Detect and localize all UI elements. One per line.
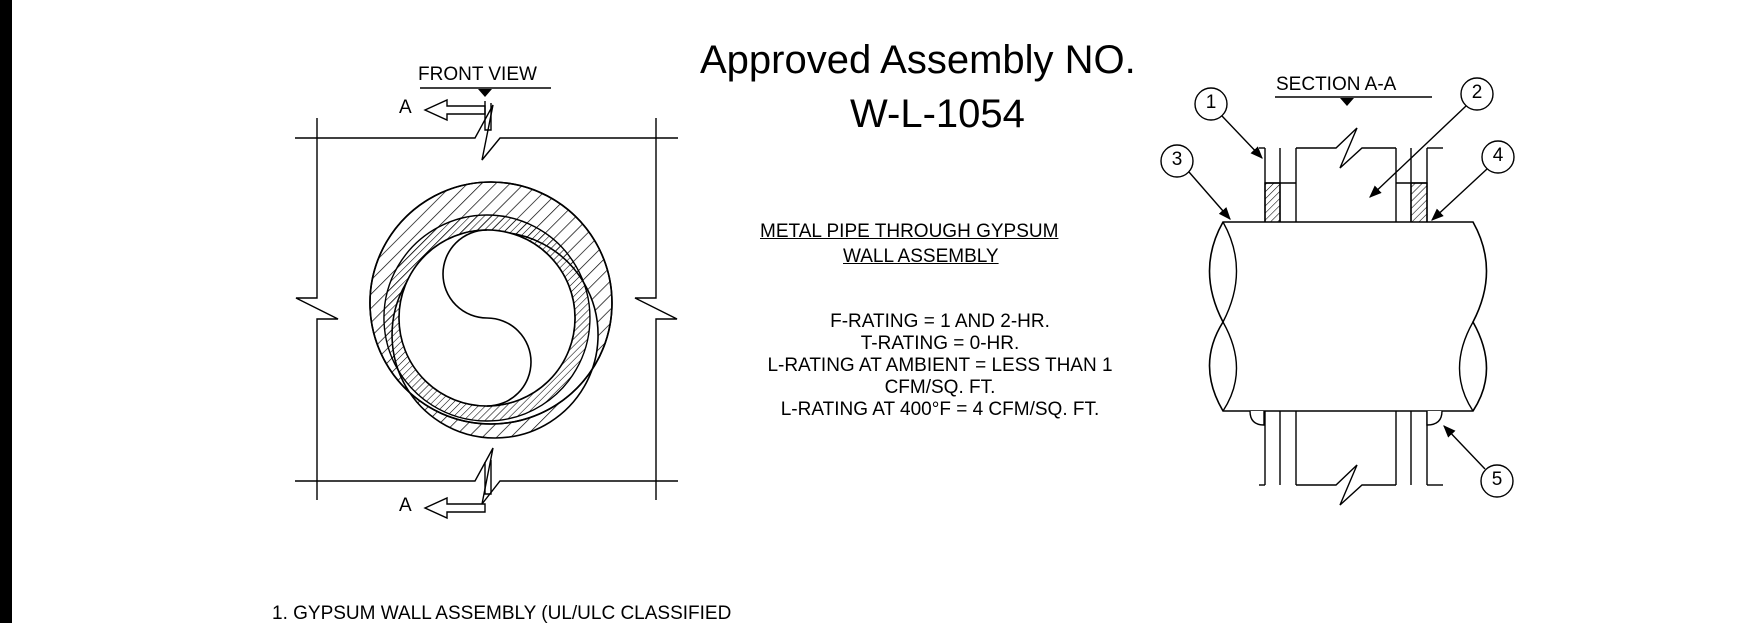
front-view-label: FRONT VIEW	[418, 64, 537, 85]
leader-3	[1188, 171, 1231, 220]
cut-line-bottom	[484, 460, 492, 495]
section-drawing	[1160, 77, 1515, 506]
callout-1-circle	[1194, 87, 1228, 121]
description-line-1: METAL PIPE THROUGH GYPSUM	[760, 221, 1059, 242]
title-line-2: W-L-1054	[850, 92, 1025, 136]
wall-top-edge	[295, 104, 678, 161]
frame-border	[0, 0, 12, 623]
section-label: SECTION A-A	[1276, 74, 1397, 95]
callout-3-circle	[1160, 144, 1194, 178]
cut-label-bottom: A	[399, 495, 412, 516]
pipe-body-section	[1208, 221, 1488, 412]
cut-label-top: A	[399, 97, 412, 118]
wall-right-edge	[634, 118, 678, 500]
ratings-block: F-RATING = 1 AND 2-HR. T-RATING = 0-HR. …	[700, 311, 1180, 421]
leader-5	[1443, 425, 1486, 470]
callout-4-label: 4	[1492, 145, 1504, 166]
seal-top-left	[1264, 182, 1281, 224]
callout-3-label: 3	[1171, 149, 1183, 170]
footnote: 1. GYPSUM WALL ASSEMBLY (UL/ULC CLASSIFI…	[272, 603, 732, 624]
sealant-bead-left	[1249, 410, 1265, 426]
rating-line: T-RATING = 0-HR.	[860, 333, 1020, 354]
callout-1-label: 1	[1205, 92, 1217, 113]
leader-4	[1431, 168, 1488, 221]
rating-line: F-RATING = 1 AND 2-HR.	[830, 311, 1050, 332]
wall-left-edge	[295, 118, 339, 500]
callout-2-label: 2	[1471, 82, 1483, 103]
section-pointer	[1340, 98, 1354, 106]
callout-5-label: 5	[1491, 469, 1503, 490]
pipe-break-symbol	[442, 229, 532, 407]
callout-5-circle	[1480, 464, 1514, 498]
callout-2-circle	[1460, 77, 1494, 111]
wall-studs-bottom	[1259, 411, 1443, 506]
front-view-drawing	[295, 87, 678, 520]
description-line-2: WALL ASSEMBLY	[843, 246, 999, 267]
front-view-pointer	[478, 89, 492, 97]
rating-line: L-RATING AT AMBIENT = LESS THAN 1	[767, 355, 1113, 376]
rating-line: L-RATING AT 400°F = 4 CFM/SQ. FT.	[780, 399, 1100, 420]
sealant-bead-right	[1426, 410, 1443, 426]
wall-bottom-edge	[295, 447, 678, 505]
seal-top-right	[1410, 182, 1428, 224]
callout-4-circle	[1481, 140, 1515, 174]
leader-2	[1369, 105, 1467, 198]
cut-line-top	[484, 101, 492, 131]
rating-line: CFM/SQ. FT.	[884, 377, 996, 398]
title-line-1: Approved Assembly NO.	[700, 38, 1136, 82]
cut-arrow-bottom	[423, 496, 486, 520]
leader-1	[1221, 115, 1263, 159]
cut-arrow-top	[423, 98, 486, 122]
